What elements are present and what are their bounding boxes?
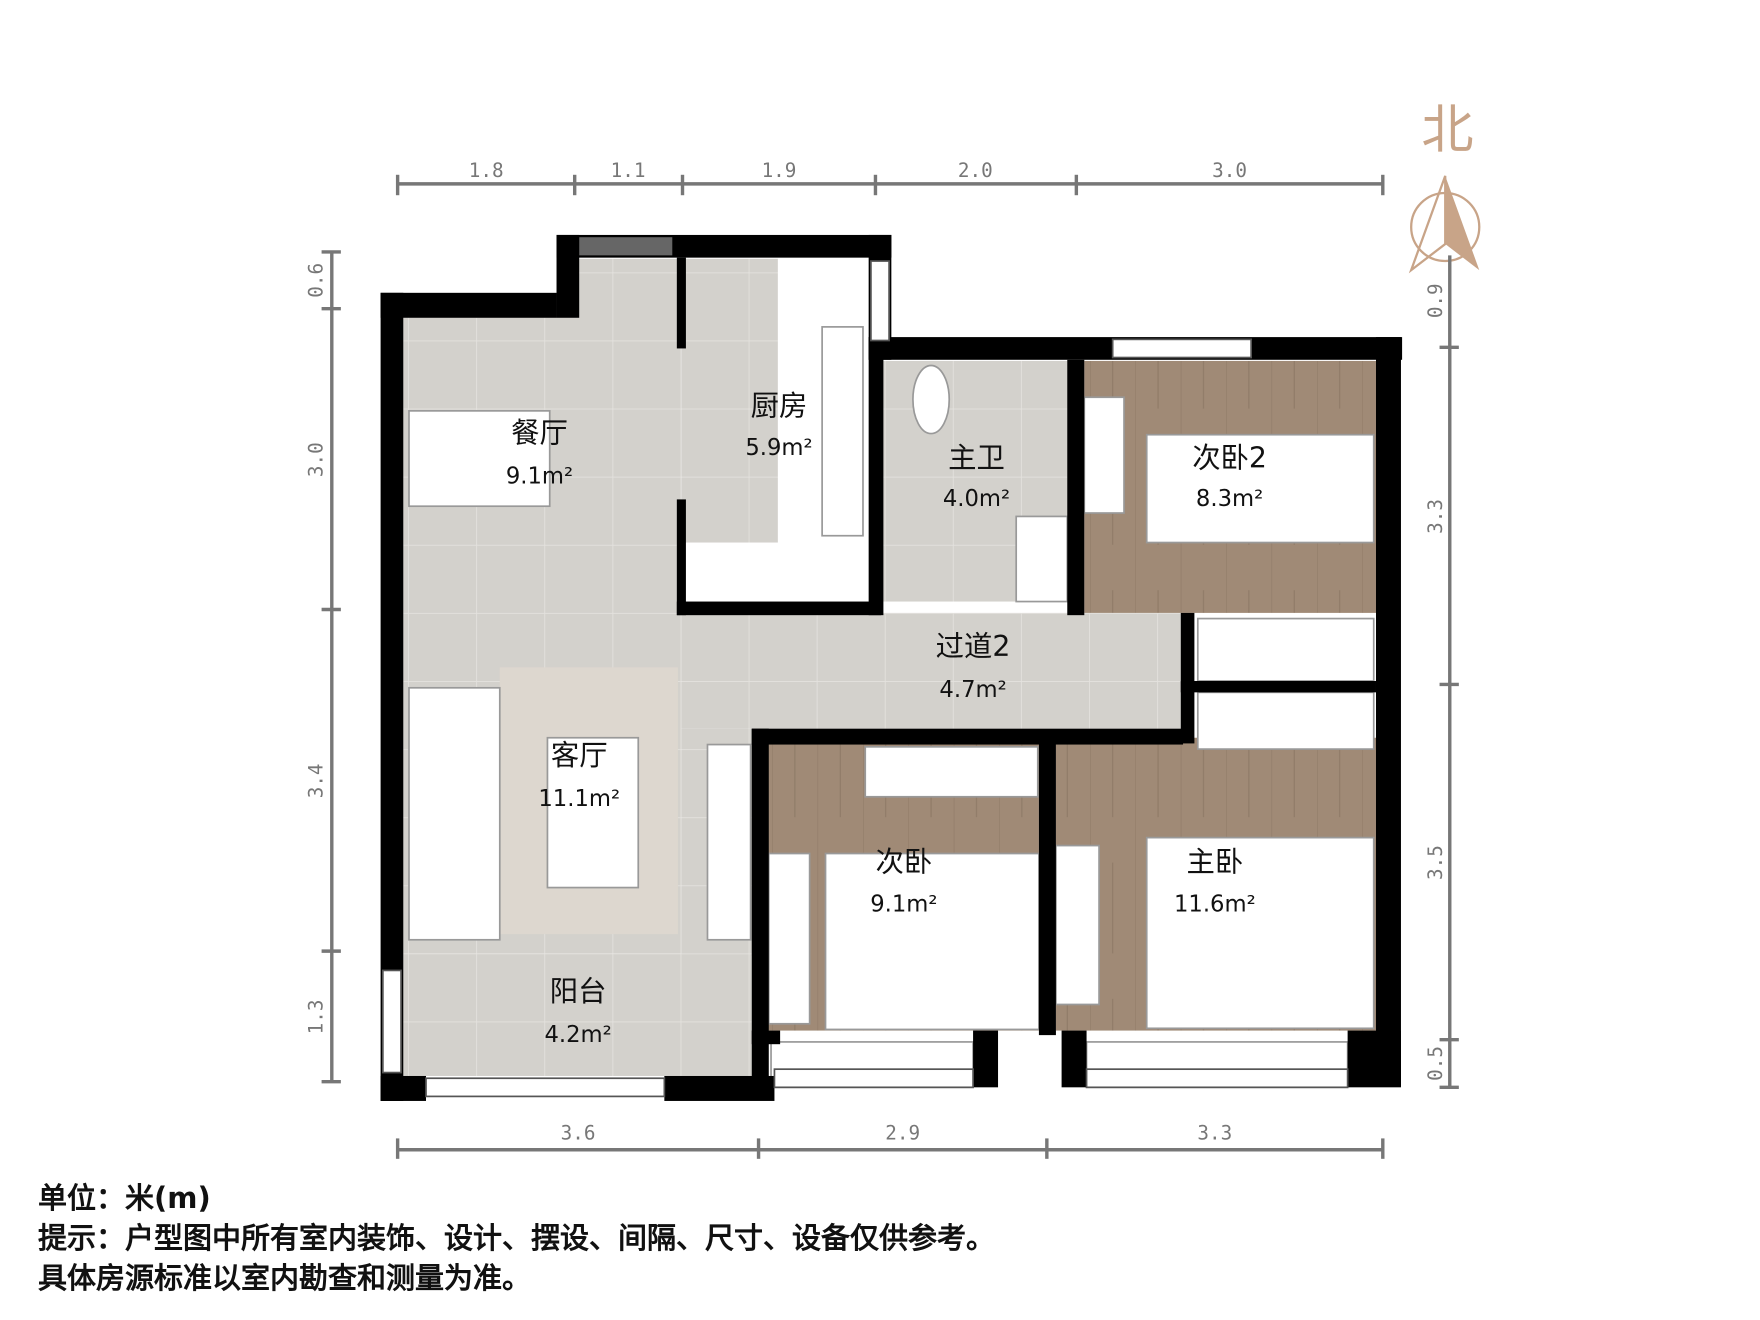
room-balcony-name: 阳台 <box>550 975 607 1008</box>
dim-right-3: 3.5 <box>1424 845 1447 880</box>
entrance-door <box>579 237 673 256</box>
dim-top-1: 1.8 <box>469 159 504 182</box>
dimension-lines <box>321 174 1459 1159</box>
room-labels: 餐厅 9.1m² 厨房 5.9m² 主卫 4.0m² 次卧2 8.3m² 过道2… <box>506 389 1267 1048</box>
desk-bedroom2 <box>1083 396 1125 514</box>
room-kitchen-name: 厨房 <box>751 389 808 422</box>
room-bedroom2-area: 8.3m² <box>1196 486 1263 512</box>
room-balcony-area: 4.2m² <box>544 1022 611 1048</box>
compass-label: 北 <box>1421 101 1473 161</box>
room-hallway2-area: 4.7m² <box>939 677 1006 703</box>
dim-bottom-2: 2.9 <box>885 1122 920 1145</box>
room-kitchen-area: 5.9m² <box>745 435 812 461</box>
kitchen-counter <box>821 326 864 537</box>
unit-note: 单位：米(m) <box>38 1181 211 1215</box>
bed-bedroom <box>824 852 1040 1031</box>
bed-bedroom2 <box>1145 433 1375 544</box>
toilet <box>912 364 951 435</box>
windows <box>382 260 1349 1098</box>
room-living-name: 客厅 <box>551 739 608 772</box>
tip-note: 提示：户型图中所有室内装饰、设计、摆设、间隔、尺寸、设备仅供参考。 <box>38 1221 996 1255</box>
room-dining-area: 9.1m² <box>506 464 573 490</box>
room-bedroom2-name: 次卧2 <box>1192 442 1267 475</box>
dim-top-2: 1.1 <box>611 159 646 182</box>
dim-top-3: 1.9 <box>762 159 797 182</box>
dim-left-3: 3.4 <box>305 763 328 798</box>
room-master-bath-area: 4.0m² <box>943 486 1010 512</box>
dining-table <box>408 410 551 508</box>
dim-bottom-3: 3.3 <box>1197 1122 1232 1145</box>
room-master-bedroom-area: 11.6m² <box>1174 891 1256 917</box>
dim-top-5: 3.0 <box>1212 159 1247 182</box>
disclaimer-note: 具体房源标准以室内勘查和测量为准。 <box>38 1261 532 1295</box>
desk-bedroom <box>767 852 811 1025</box>
dim-right-2: 3.3 <box>1424 499 1447 534</box>
room-master-bath-name: 主卫 <box>948 442 1005 475</box>
sofa <box>408 686 501 941</box>
room-hallway2-name: 过道2 <box>936 630 1011 663</box>
dim-top-4: 2.0 <box>958 159 993 182</box>
bed-master <box>1145 836 1375 1030</box>
dim-left-4: 1.3 <box>305 1000 328 1035</box>
wardrobe-master <box>1196 691 1375 750</box>
dim-right-4: 0.5 <box>1424 1046 1447 1081</box>
room-master-bedroom-name: 主卧 <box>1186 846 1243 879</box>
dim-left-1: 0.6 <box>305 263 328 298</box>
notes: 单位：米(m) 提示：户型图中所有室内装饰、设计、摆设、间隔、尺寸、设备仅供参考… <box>38 1178 995 1298</box>
room-bedroom-name: 次卧 <box>875 846 932 879</box>
tv-cabinet <box>706 743 752 941</box>
room-bedroom-area: 9.1m² <box>870 891 937 917</box>
north-arrow-icon <box>1408 175 1447 274</box>
room-living-area: 11.1m² <box>538 786 620 812</box>
coffee-table <box>546 736 640 889</box>
wardrobe-bedroom2 <box>1196 617 1375 682</box>
dim-left-2: 3.0 <box>305 442 328 477</box>
desk-master <box>1055 844 1100 1006</box>
wardrobe-bedroom <box>864 745 1039 798</box>
north-compass: 北 <box>1408 101 1481 274</box>
dim-bottom-1: 3.6 <box>561 1122 596 1145</box>
room-dining-name: 餐厅 <box>511 417 568 450</box>
washbasin <box>1015 515 1069 603</box>
dim-right-1: 0.9 <box>1424 283 1447 318</box>
